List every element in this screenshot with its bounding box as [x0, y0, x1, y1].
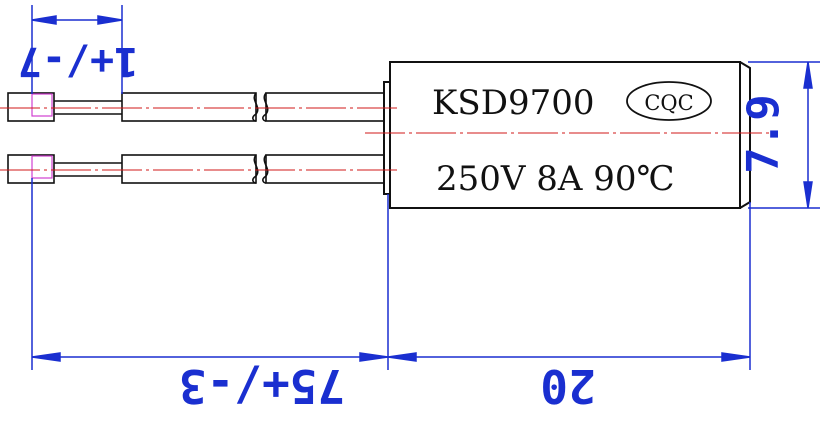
- cert-mark: [626, 81, 712, 121]
- center-lines: [0, 107, 775, 171]
- dim-lead-stub: 1+/-7: [18, 38, 138, 84]
- terminal-bottom: [7, 154, 55, 184]
- dimension-lines: [31, 5, 820, 370]
- rating-label: 250V 8A 90℃: [436, 159, 675, 199]
- cert-mark-ellipse: [626, 81, 712, 121]
- dim-lead-length: 75+/-3: [179, 359, 345, 413]
- terminal-top: [7, 92, 55, 122]
- terminal-marker-bottom: [31, 155, 53, 179]
- lead-bottom: [7, 154, 385, 184]
- lead-top: [7, 92, 385, 122]
- dim-body-length: 20: [540, 359, 595, 413]
- thermostat-body: [383, 61, 751, 209]
- terminal-marker-top: [31, 93, 53, 117]
- cert-mark-label: CQC: [644, 91, 693, 115]
- model-label: KSD9700: [432, 83, 594, 123]
- dim-body-height: 7.9: [738, 94, 789, 173]
